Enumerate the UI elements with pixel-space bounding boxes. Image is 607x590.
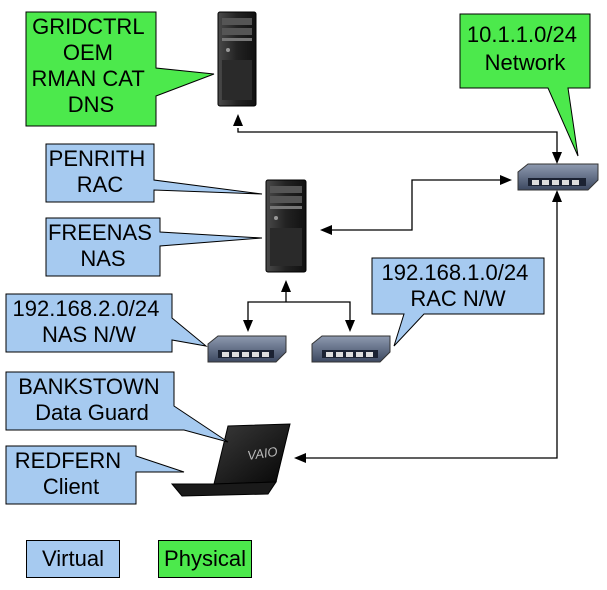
svg-text:BANKSTOWN Data Guard: BANKSTOWN Data Guard	[18, 374, 166, 425]
callout-shape	[5, 445, 185, 505]
network-switch-icon	[311, 335, 391, 363]
callout-line: RMAN CAT	[32, 66, 145, 91]
svg-text:PENRITH RAC: PENRITH RAC	[49, 146, 152, 197]
callout-line: Network	[485, 50, 567, 75]
svg-text:192.168.1.0/24 RAC N/W: 192.168.1.0/24 RAC N/W	[382, 260, 535, 311]
callout-line: Client	[43, 474, 99, 499]
svg-text:10.1.1.0/24 Network: 10.1.1.0/24 Network	[467, 22, 583, 75]
callout-line: 10.1.1.0/24	[467, 22, 577, 47]
callout-shape	[371, 257, 545, 347]
callout-shape	[5, 293, 208, 353]
laptop-brand: VAIO	[246, 444, 278, 463]
link-laptop-main-switch	[304, 202, 558, 459]
legend-virtual: Virtual	[26, 540, 120, 578]
laptop-icon: VAIO	[170, 423, 291, 497]
callout-redfern: REDFERN Client	[5, 445, 185, 505]
svg-text:GRIDCTRL OEM RMAN: GRIDCTRL OEM RMAN CAT DNS	[32, 14, 151, 117]
callout-shape	[459, 13, 591, 157]
callout-line: NAS	[80, 246, 125, 271]
callout-line: Data Guard	[35, 400, 149, 425]
link-top-server-main-switch	[237, 128, 558, 158]
callout-network-main: 10.1.1.0/24 Network	[459, 13, 591, 157]
callout-gridctrl: GRIDCTRL OEM RMAN CAT DNS	[25, 11, 215, 127]
callout-line: OEM	[63, 40, 113, 65]
network-switch-icon	[517, 163, 599, 191]
callout-line: FREENAS	[48, 220, 152, 245]
callout-line: RAC N/W	[410, 286, 506, 311]
callout-line: 192.168.1.0/24	[382, 260, 529, 285]
callout-bankstown: BANKSTOWN Data Guard	[5, 371, 229, 443]
callout-line: NAS N/W	[42, 322, 136, 347]
callout-rac-nw: 192.168.1.0/24 RAC N/W	[371, 257, 545, 347]
callout-shape	[25, 11, 215, 127]
callout-penrith: PENRITH RAC	[45, 143, 263, 203]
callout-freenas: FREENAS NAS	[45, 217, 263, 277]
svg-text:REDFERN Client: REDFERN Client	[15, 448, 127, 499]
link-mid-server-main-switch	[326, 179, 504, 231]
callout-line: DNS	[68, 92, 114, 117]
svg-text:FREENAS NAS: FREENAS NAS	[48, 220, 158, 271]
network-switch-icon	[207, 335, 287, 363]
connections	[233, 114, 562, 463]
callout-line: RAC	[77, 172, 124, 197]
callout-line: BANKSTOWN	[18, 374, 159, 399]
callout-shape	[45, 143, 263, 203]
tower-server-icon	[217, 11, 257, 107]
callout-nas-nw: 192.168.2.0/24 NAS N/W	[5, 293, 208, 353]
legend-physical: Physical	[158, 540, 252, 578]
svg-text:192.168.2.0/24 NAS N/W: 192.168.2.0/24 NAS N/W	[13, 296, 166, 347]
callout-line: PENRITH	[49, 146, 146, 171]
callout-shape	[45, 217, 263, 277]
callout-line: GRIDCTRL	[32, 14, 144, 39]
tower-server-icon	[265, 179, 307, 273]
callout-line: REDFERN	[15, 448, 121, 473]
callout-shape	[5, 371, 229, 443]
callout-line: 192.168.2.0/24	[13, 296, 160, 321]
